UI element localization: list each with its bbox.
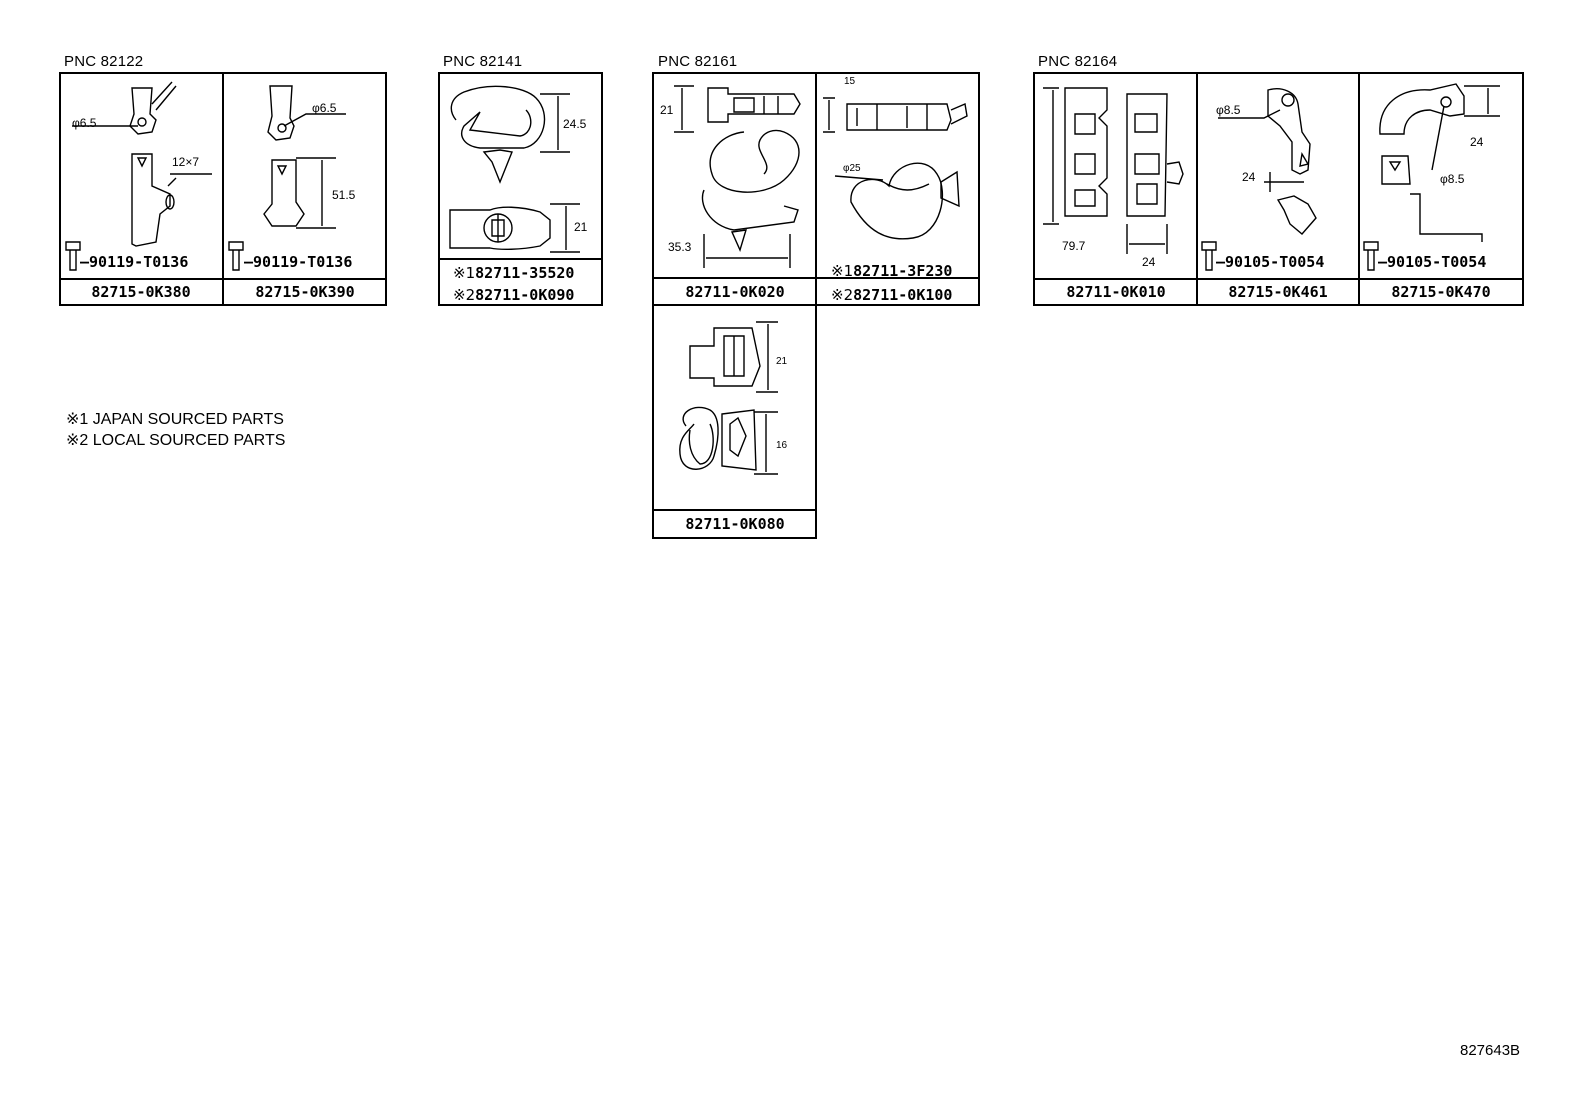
dimension-label: 24 (1470, 135, 1484, 149)
bracket-illustration (263, 85, 346, 229)
pnc-label-82141: PNC 82141 (443, 53, 523, 70)
dimension-label: φ8.5 (1216, 103, 1241, 117)
part-number: 82711-0K020 (685, 283, 785, 301)
bolt-icon (1201, 241, 1217, 271)
part-number: 82715-0K390 (255, 283, 355, 301)
bolt-icon (65, 241, 81, 271)
clip-illustration (449, 85, 580, 253)
bolt-part-number: —90119-T0136 (80, 253, 189, 271)
part-number-japan: ※182711-35520 (453, 264, 575, 282)
part-number-local: ※282711-0K100 (831, 286, 953, 304)
clip-illustration (823, 97, 968, 240)
dimension-label: φ8.5 (1440, 172, 1465, 186)
dimension-label: 21 (574, 220, 588, 234)
part-number: 82715-0K380 (91, 283, 191, 301)
bolt-icon (1363, 241, 1379, 271)
bracket-illustration (1379, 83, 1500, 242)
bracket-illustration (1218, 88, 1317, 235)
note-japan-sourced: ※1 JAPAN SOURCED PARTS (66, 411, 284, 428)
note-local-sourced: ※2 LOCAL SOURCED PARTS (66, 432, 286, 449)
dimension-label: 79.7 (1062, 239, 1086, 253)
pnc-label-82122: PNC 82122 (64, 53, 144, 70)
dimension-label: 24 (1242, 170, 1256, 184)
dimension-label: 12×7 (172, 155, 200, 169)
part-number: 82715-0K461 (1228, 283, 1328, 301)
part-number-local: ※282711-0K090 (453, 286, 575, 304)
bolt-part-number: —90119-T0136 (244, 253, 353, 271)
bolt-icon (228, 241, 244, 271)
dimension-label: 16 (776, 440, 788, 451)
dimension-label: 35.3 (668, 240, 692, 254)
bolt-part-number: —90105-T0054 (1378, 253, 1487, 271)
bolt-part-number: —90105-T0054 (1216, 253, 1325, 271)
part-number: 82711-0K080 (685, 515, 785, 533)
illustration-reference: 827643B (1460, 1042, 1521, 1059)
dimension-label: 21 (660, 103, 674, 117)
dimension-label: 15 (844, 76, 856, 87)
group-box-82164 (1033, 72, 1524, 306)
dimension-label: φ6.5 (72, 116, 97, 130)
clip-illustration (1043, 87, 1184, 254)
dimension-label: 21 (776, 356, 788, 367)
dimension-label: φ6.5 (312, 101, 337, 115)
dimension-label: 24 (1142, 255, 1156, 269)
part-number-japan: ※182711-3F230 (831, 262, 953, 280)
clip-illustration (674, 85, 801, 268)
part-number: 82715-0K470 (1391, 283, 1491, 301)
bracket-illustration (72, 81, 212, 247)
dimension-label: φ25 (843, 163, 861, 174)
dimension-label: 24.5 (563, 117, 587, 131)
group-box-82161-extra (652, 304, 817, 539)
dimension-label: 51.5 (332, 188, 356, 202)
part-number: 82711-0K010 (1066, 283, 1166, 301)
group-box-82141 (438, 72, 603, 306)
clip-illustration (679, 321, 778, 475)
pnc-label-82164: PNC 82164 (1038, 53, 1118, 70)
pnc-label-82161: PNC 82161 (658, 53, 738, 70)
